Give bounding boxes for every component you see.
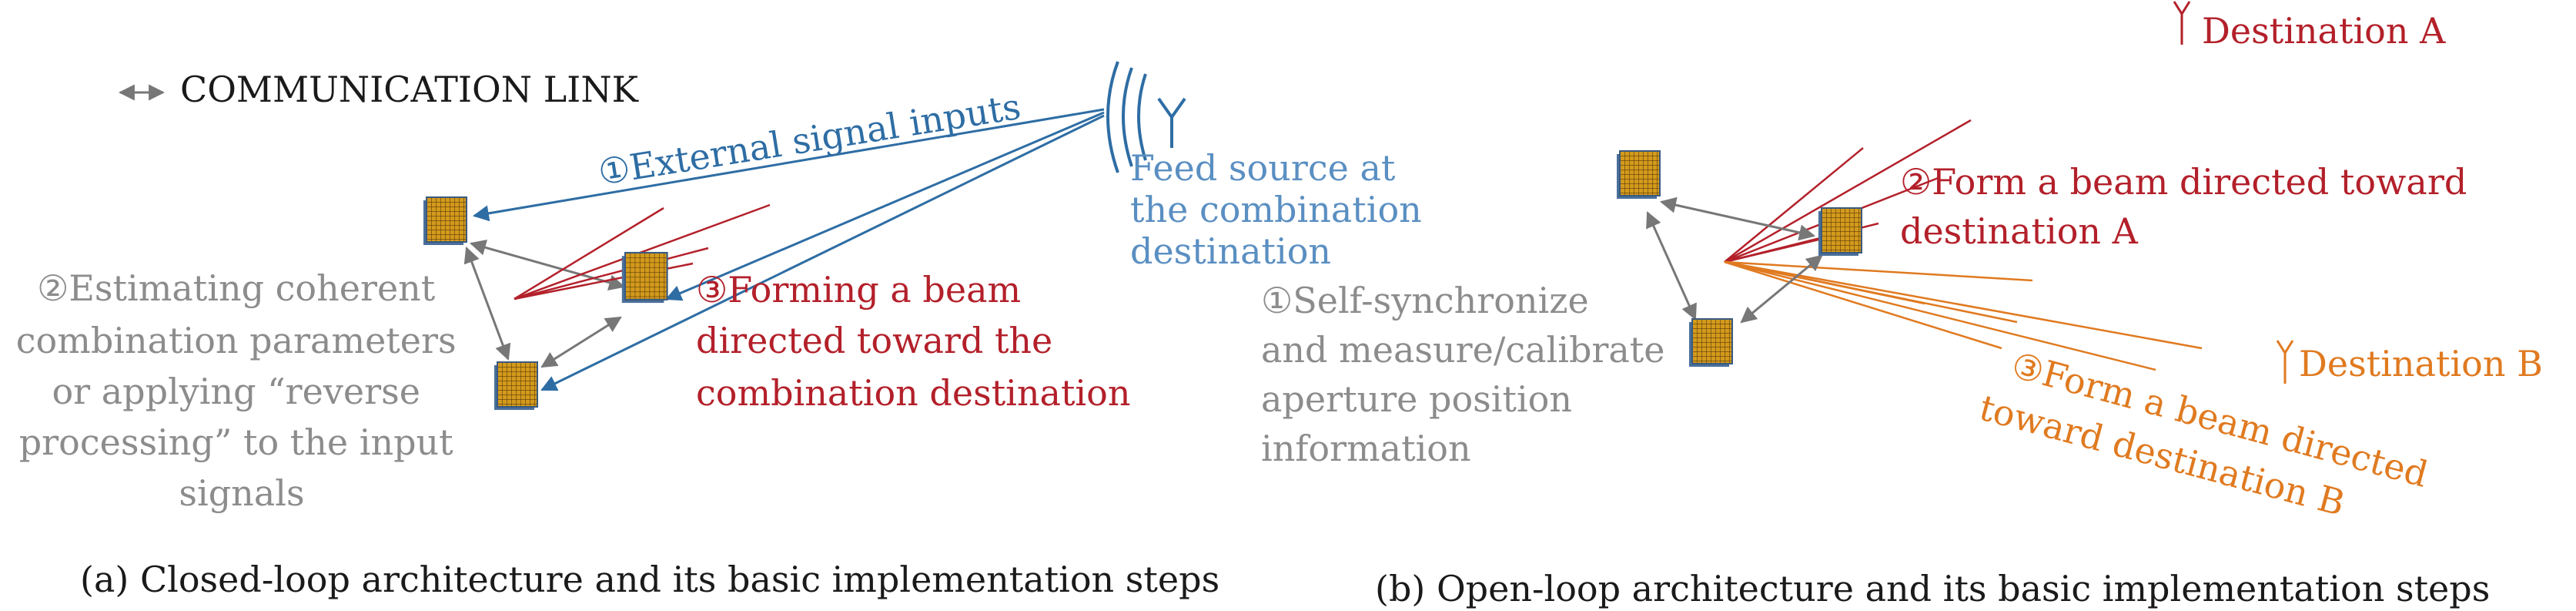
- step1-b-line-3: aperture position: [1261, 378, 1572, 420]
- array-panel-b3: [1688, 318, 1733, 368]
- step1-b-line-1: ①Self-synchronize: [1261, 280, 1589, 321]
- panel-b-communication-links: [1646, 196, 1823, 324]
- destination-b-antenna-icon: [2276, 340, 2294, 384]
- panel-b: Destination A Destination B: [1261, 1, 2543, 609]
- destination-b-label: Destination B: [2299, 343, 2543, 384]
- panel-a-communication-links: [463, 240, 626, 368]
- array-panel-a2: [621, 251, 668, 304]
- caption-b: (b) Open-loop architecture and its basic…: [1375, 568, 2490, 609]
- panel-a: ①External signal inputs Feed source at t…: [16, 61, 1433, 600]
- step3-label-a: ③Forming a beam directed toward the comb…: [696, 269, 1130, 414]
- step2-a-line-1: ②Estimating coherent: [37, 267, 436, 309]
- caption-a: (a) Closed-loop architecture and its bas…: [80, 559, 1219, 600]
- array-panel-b2: [1818, 207, 1862, 257]
- step2-b-line-1: ②Form a beam directed toward: [1900, 161, 2467, 203]
- destination-a-antenna-icon: [2173, 1, 2191, 45]
- feed-line-1: Feed source at: [1130, 147, 1396, 189]
- step2-b-line-2: destination A: [1900, 210, 2139, 252]
- array-panel-b1: [1616, 150, 1661, 200]
- step1-b-line-2: and measure/calibrate: [1261, 329, 1665, 371]
- step2-label-a: ②Estimating coherent combination paramet…: [16, 267, 467, 514]
- step1-label-a: ①External signal inputs: [595, 86, 1023, 193]
- feed-antenna-icon: [1106, 61, 1186, 173]
- feed-line-2: the combination: [1130, 189, 1422, 230]
- step1-label-b: ①Self-synchronize and measure/calibrate …: [1261, 280, 1676, 469]
- legend: COMMUNICATION LINK: [118, 69, 640, 110]
- feed-source-label: Feed source at the combination destinati…: [1130, 147, 1433, 272]
- array-panel-a1: [423, 196, 467, 246]
- step2-a-line-2: combination parameters: [16, 320, 457, 361]
- step2-label-b: ②Form a beam directed toward destination…: [1900, 161, 2478, 252]
- step3-a-line-3: combination destination: [696, 372, 1130, 414]
- input-signal-arrows: [472, 108, 1105, 391]
- step1-b-line-4: information: [1261, 428, 1471, 469]
- step2-a-line-5: signals: [179, 472, 304, 514]
- feed-line-3: destination: [1130, 230, 1331, 272]
- destination-a-label: Destination A: [2202, 10, 2446, 52]
- step2-a-line-3: or applying “reverse: [52, 371, 420, 412]
- step3-a-line-2: directed toward the: [696, 320, 1052, 361]
- array-panel-a3: [493, 361, 538, 411]
- step3-a-line-1: ③Forming a beam: [696, 269, 1021, 311]
- step2-a-line-4: processing” to the input: [19, 421, 453, 463]
- legend-label: COMMUNICATION LINK: [180, 69, 640, 110]
